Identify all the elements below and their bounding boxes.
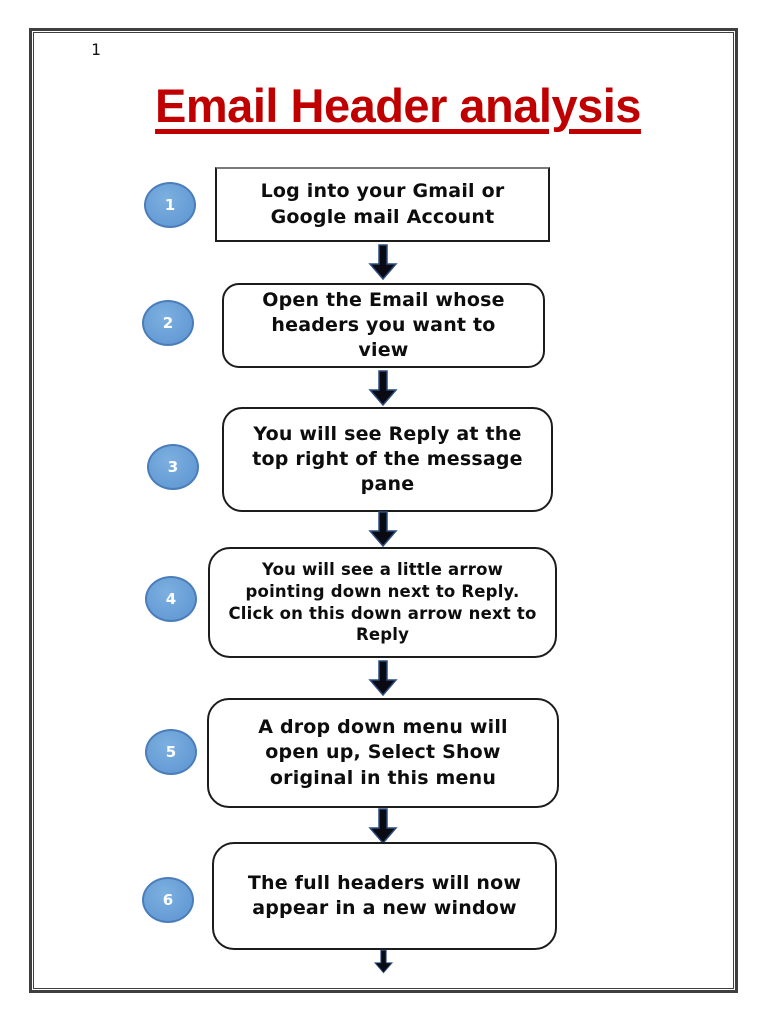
flow-arrow-down-icon: [368, 244, 398, 280]
page-title: Email Header analysis: [155, 79, 641, 132]
flowchart-box-text: Open the Email whose headers you want to…: [262, 288, 505, 362]
step-badge-number: 2: [162, 314, 174, 332]
flow-arrow-down-icon: [368, 808, 398, 844]
step-badge-number: 4: [165, 590, 177, 608]
flowchart-box-text: The full headers will now appear in a ne…: [247, 871, 522, 919]
flowchart-box-text: Log into your Gmail or Google mail Accou…: [260, 180, 505, 228]
step-badge-number: 5: [165, 743, 177, 761]
page-border-frame: [29, 28, 738, 993]
flowchart-box-step-5: A drop down menu will open up, Select Sh…: [207, 698, 559, 808]
flowchart-box-text: You will see Reply at the top right of t…: [252, 422, 523, 496]
flow-arrow-down-icon: [373, 949, 394, 974]
flowchart-box-step-2: Open the Email whose headers you want to…: [222, 283, 545, 368]
page-number: 1: [91, 40, 101, 59]
flow-arrow-down-icon: [368, 370, 398, 406]
step-badge-number: 6: [162, 891, 174, 909]
flowchart-box-step-6: The full headers will now appear in a ne…: [212, 842, 557, 950]
step-badge-number: 1: [164, 196, 176, 214]
step-badge-4: 4: [145, 576, 197, 622]
flow-arrow-down-icon: [368, 660, 398, 696]
page-border-frame-inner: [33, 32, 734, 989]
flowchart-box-step-3: You will see Reply at the top right of t…: [222, 407, 553, 512]
flow-arrow-down-icon: [368, 511, 398, 547]
flowchart-box-step-1: Log into your Gmail or Google mail Accou…: [215, 167, 550, 242]
flowchart-box-text: A drop down menu will open up, Select Sh…: [258, 716, 508, 789]
step-badge-6: 6: [142, 877, 194, 923]
step-badge-2: 2: [142, 300, 194, 346]
flowchart-box-text: You will see a little arrow pointing dow…: [228, 559, 537, 645]
flowchart-box-step-4: You will see a little arrow pointing dow…: [208, 547, 557, 658]
step-badge-3: 3: [147, 444, 199, 490]
step-badge-number: 3: [167, 458, 179, 476]
step-badge-5: 5: [145, 729, 197, 775]
step-badge-1: 1: [144, 182, 196, 228]
